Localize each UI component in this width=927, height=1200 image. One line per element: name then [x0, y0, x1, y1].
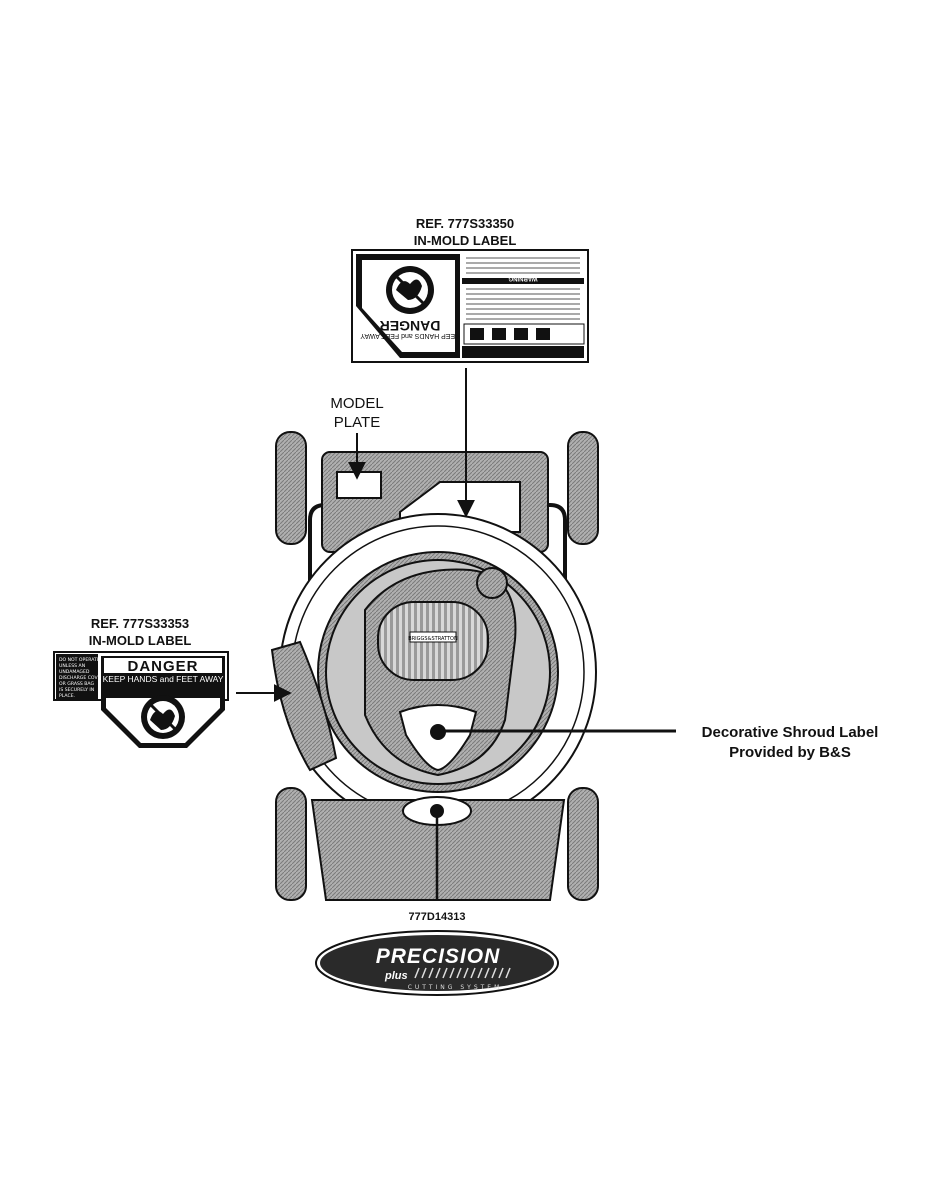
front-left-wheel — [275, 787, 307, 901]
left-label-sub: IN-MOLD LABEL — [89, 633, 192, 648]
top-label-keep: KEEP HANDS and FEET AWAY — [360, 332, 460, 339]
top-label-sub: IN-MOLD LABEL — [414, 233, 517, 248]
model-plate-line2: PLATE — [334, 414, 380, 431]
left-in-mold-label: DO NOT OPERATE UNLESS AN UNDAMAGED DISCH… — [53, 651, 229, 748]
left-label-side-text: DO NOT OPERATE UNLESS AN UNDAMAGED DISCH… — [59, 657, 105, 699]
left-label-danger: DANGER — [127, 658, 198, 675]
model-plate-line1: MODEL — [330, 395, 383, 412]
front-right-wheel — [567, 787, 599, 901]
logo-sub-text: CUTTING SYSTEM — [408, 984, 503, 991]
svg-text:DO NOT OPERATE: DO NOT OPERATE — [59, 657, 100, 663]
logo-main-text: PRECISION — [376, 945, 501, 968]
mower-illustration: BRIGGS&STRATTON — [270, 431, 599, 901]
precision-plus-logo: PRECISION plus CUTTING SYSTEM — [315, 930, 559, 996]
svg-text:PLACE.: PLACE. — [59, 693, 75, 699]
svg-text:IS SECURELY IN: IS SECURELY IN — [59, 687, 94, 693]
rear-left-wheel — [275, 431, 307, 545]
left-label-keep: KEEP HANDS and FEET AWAY — [103, 674, 224, 684]
shroud-label-line2: Provided by B&S — [729, 744, 851, 761]
shroud-label-line1: Decorative Shroud Label — [702, 724, 879, 741]
bottom-part-number: 777D14313 — [409, 911, 466, 923]
engine-brand: BRIGGS&STRATTON — [408, 636, 458, 642]
top-label-ref: REF. 777S33350 — [416, 216, 514, 231]
logo-plus-text: plus — [384, 970, 408, 982]
top-in-mold-label: DANGER KEEP HANDS and FEET AWAY WARNING — [351, 249, 589, 363]
left-label-ref: REF. 777S33353 — [91, 616, 189, 631]
svg-text:UNDAMAGED: UNDAMAGED — [59, 669, 90, 675]
svg-text:DISCHARGE COVER: DISCHARGE COVER — [59, 675, 105, 681]
top-label-warning: WARNING — [508, 275, 537, 281]
rear-right-wheel — [567, 431, 599, 545]
svg-text:OR GRASS BAG: OR GRASS BAG — [59, 681, 94, 687]
oil-cap — [476, 567, 508, 599]
top-label-danger: DANGER — [380, 318, 441, 334]
svg-text:UNLESS AN: UNLESS AN — [59, 663, 85, 669]
model-plate — [336, 471, 382, 499]
